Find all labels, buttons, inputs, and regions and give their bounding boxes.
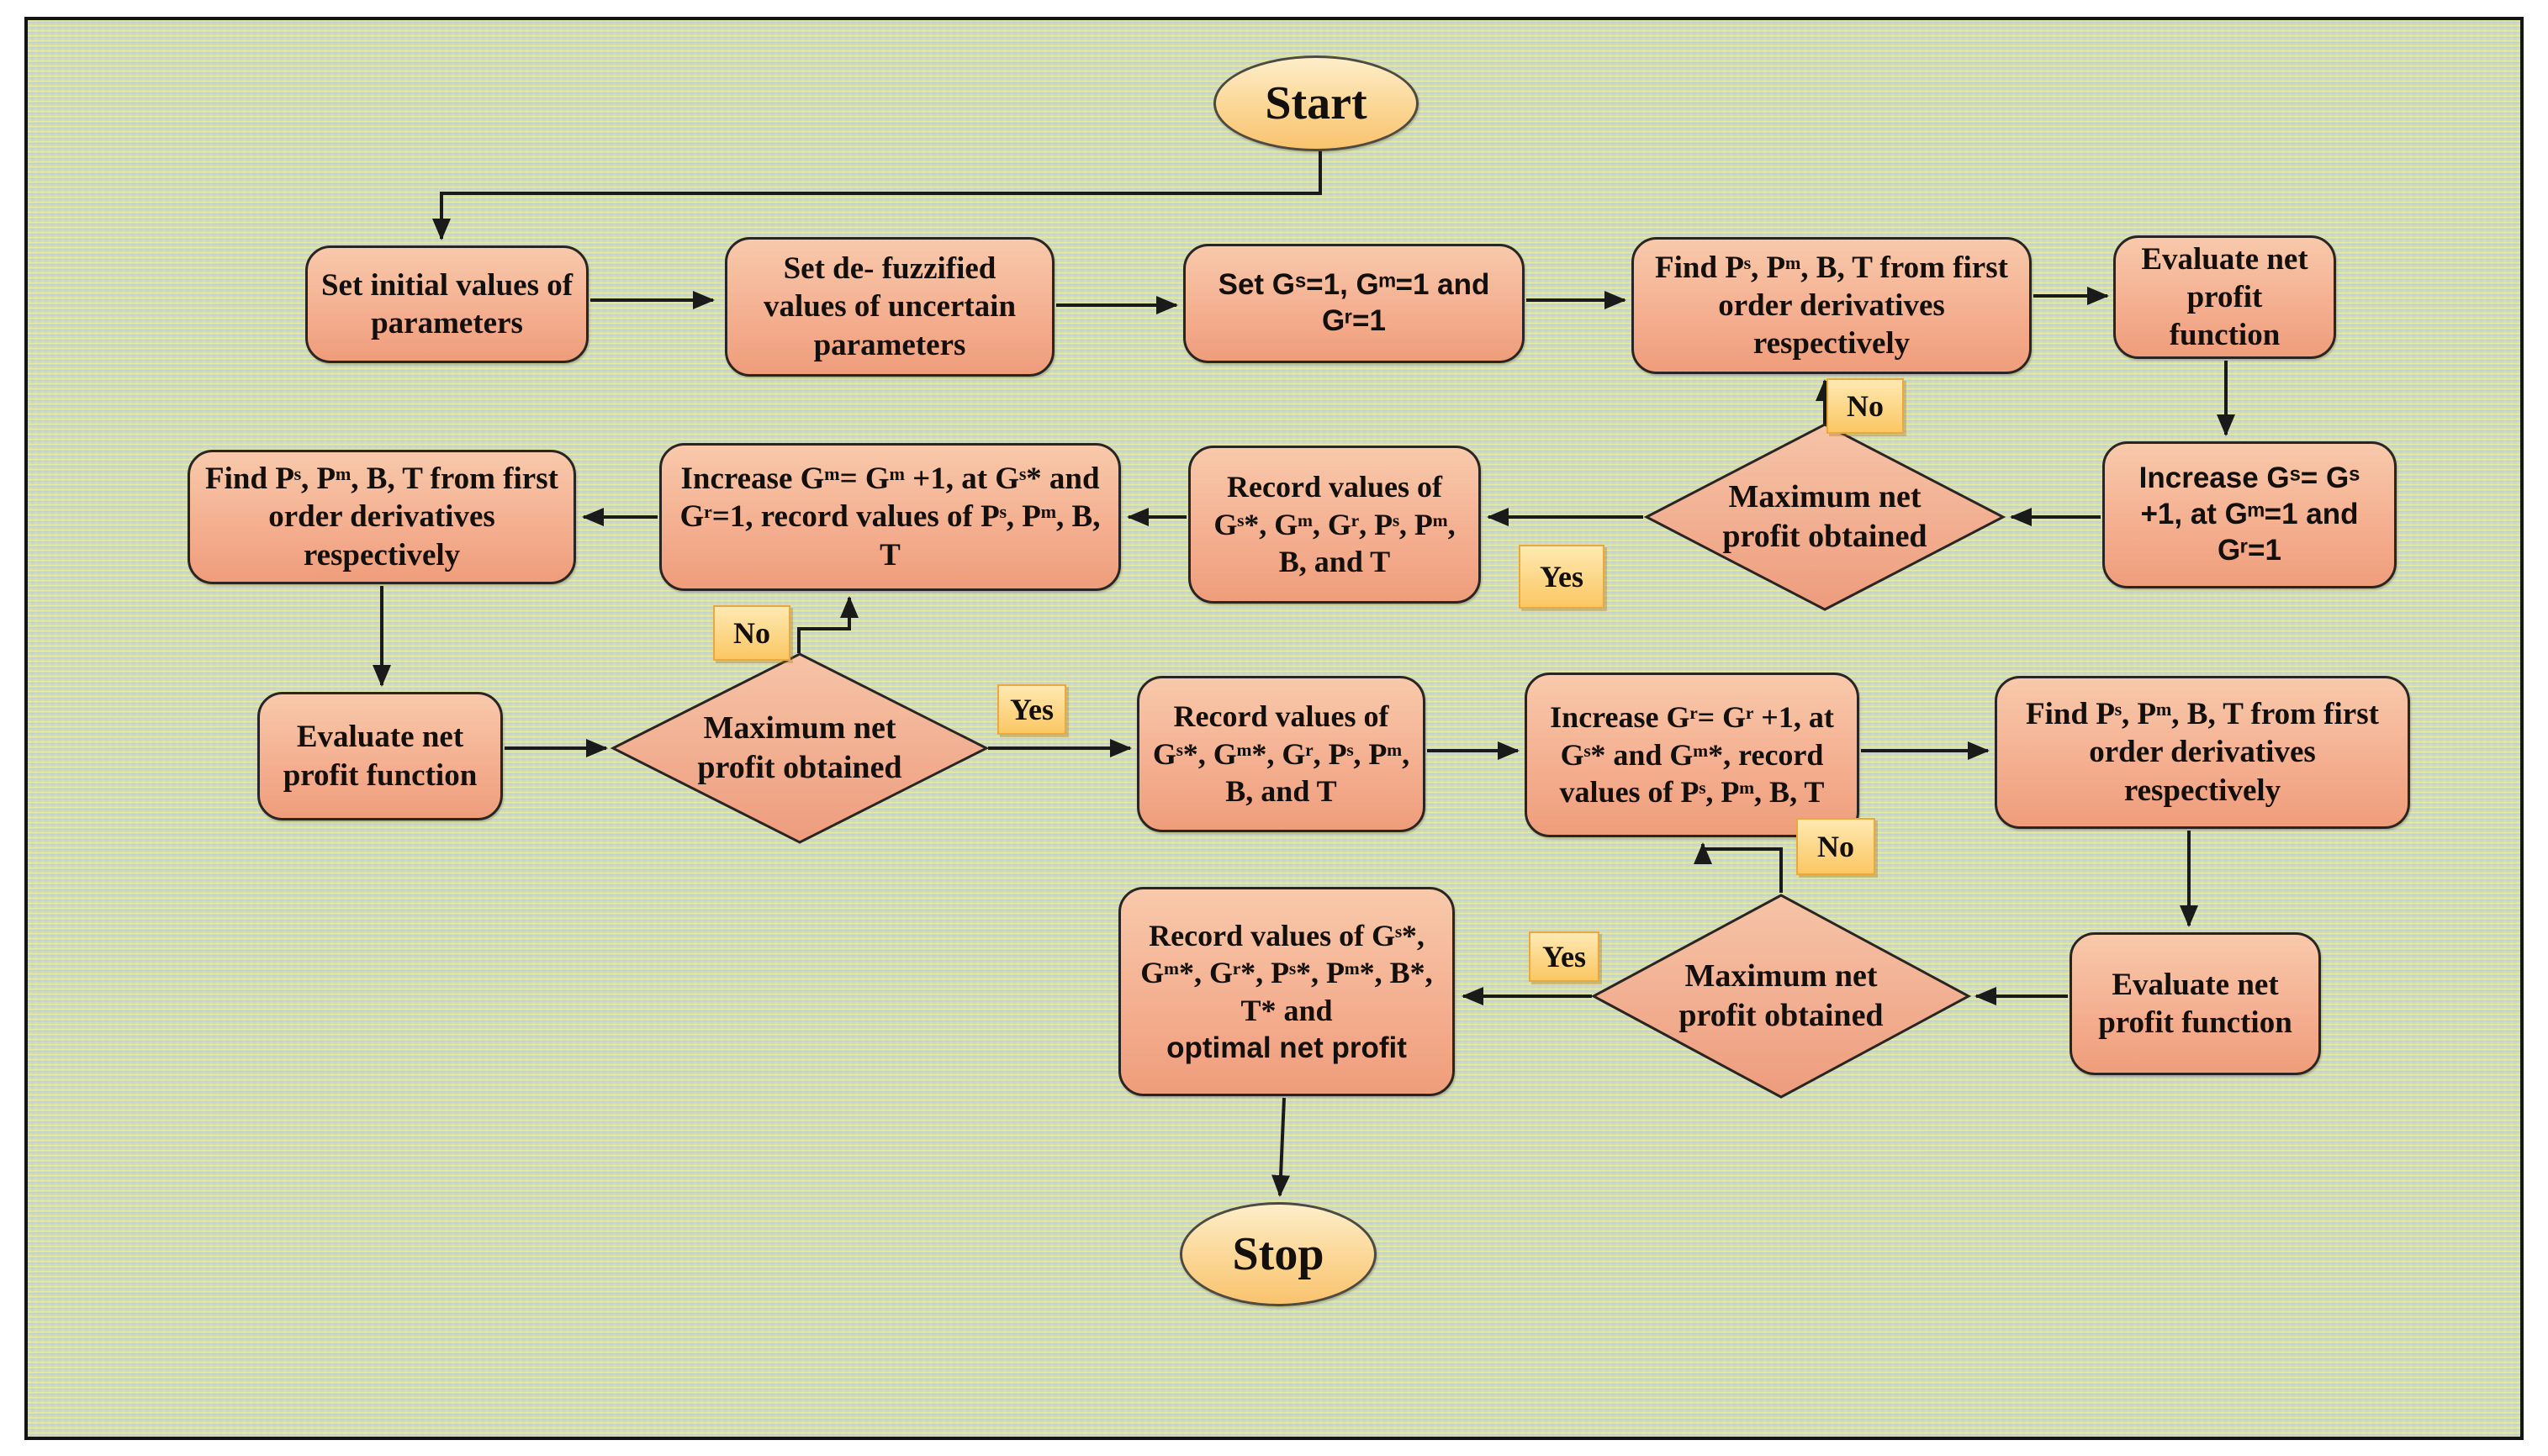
arrow-decision2-no-to-increase-gm: [797, 596, 859, 653]
process-increase-gm: Increase Gᵐ= Gᵐ +1, at Gˢ* and Gʳ=1, rec…: [659, 443, 1121, 591]
decision2-text: Maximum net profit obtained: [674, 668, 926, 828]
process-label: Record values of Gˢ*, Gᵐ*, Gʳ*, Pˢ*, Pᵐ*…: [1140, 918, 1433, 1028]
yes-label: Yes: [1010, 693, 1054, 726]
decision1-text: Maximum net profit obtained: [1699, 437, 1951, 597]
decision1-diamond: [1643, 423, 2006, 611]
process-evaluate-profit-1: Evaluate net profit function: [2113, 235, 2336, 359]
decision3-text: Maximum net profit obtained: [1655, 916, 1907, 1076]
start-label: Start: [1265, 77, 1367, 129]
process-label: Evaluate net profit function: [2141, 241, 2308, 353]
process-label: Find Pˢ, Pᵐ, B, T from first order deriv…: [2026, 697, 2379, 808]
process-find-derivatives-1: Find Pˢ, Pᵐ, B, T from first order deriv…: [1631, 237, 2032, 374]
arrow-start-to-set-initial: [432, 150, 1322, 240]
arrow-decision3-no-to-increase-gr: [1694, 842, 1783, 893]
no-label: No: [733, 616, 770, 650]
yes-label: Yes: [1540, 560, 1583, 593]
process-evaluate-profit-2: Evaluate net profit function: [257, 692, 503, 820]
stop-label: Stop: [1232, 1228, 1324, 1280]
process-find-derivatives-3: Find Pˢ, Pᵐ, B, T from first order deriv…: [1995, 676, 2410, 829]
start-terminal: Start: [1213, 55, 1419, 151]
process-label: Record values of Gˢ*, Gᵐ, Gʳ, Pˢ, Pᵐ, B,…: [1213, 470, 1456, 579]
process-label: Increase Gᵐ= Gᵐ +1, at Gˢ* and Gʳ=1, rec…: [679, 462, 1101, 572]
process-record-final: Record values of Gˢ*, Gᵐ*, Gʳ*, Pˢ*, Pᵐ*…: [1118, 887, 1455, 1096]
process-set-initial-values: Set initial values of parameters: [305, 245, 589, 363]
decision3-diamond: [1590, 894, 1972, 1099]
yes-label: Yes: [1542, 940, 1586, 973]
process-label: Set Gˢ=1, Gᵐ=1 and Gʳ=1: [1218, 268, 1490, 337]
process-label: Set de- fuzzified values of uncertain pa…: [763, 251, 1017, 362]
decision-label: Maximum net profit obtained: [1678, 957, 1884, 1034]
process-set-defuzzified-values: Set de- fuzzified values of uncertain pa…: [725, 237, 1055, 377]
decision-label: Maximum net profit obtained: [1722, 478, 1927, 555]
decision2-diamond: [610, 652, 990, 844]
branch-label-no-2: No: [713, 605, 790, 661]
branch-label-yes-3: Yes: [1529, 931, 1599, 982]
process-label: Set initial values of parameters: [320, 267, 574, 340]
process-label-optimal: optimal net profit: [1166, 1031, 1407, 1064]
process-label: Increase Gˢ= Gˢ +1, at Gᵐ=1 and Gʳ=1: [2138, 462, 2360, 567]
branch-label-yes-2: Yes: [997, 684, 1066, 735]
process-label: Record values of Gˢ*, Gᵐ*, Gʳ, Pˢ, Pᵐ, B…: [1152, 699, 1410, 809]
decision-label: Maximum net profit obtained: [697, 710, 902, 786]
process-increase-gs: Increase Gˢ= Gˢ +1, at Gᵐ=1 and Gʳ=1: [2102, 441, 2397, 588]
process-find-derivatives-2: Find Pˢ, Pᵐ, B, T from first order deriv…: [188, 450, 576, 584]
no-label: No: [1847, 389, 1884, 423]
process-label: Evaluate net profit function: [283, 720, 478, 793]
branch-label-no-3: No: [1796, 818, 1875, 875]
process-label: Find Pˢ, Pᵐ, B, T from first order deriv…: [205, 462, 558, 572]
process-label: Find Pˢ, Pᵐ, B, T from first order deriv…: [1655, 250, 2008, 361]
branch-label-no-1: No: [1826, 378, 1904, 434]
branch-label-yes-1: Yes: [1519, 545, 1604, 609]
stop-terminal: Stop: [1180, 1202, 1377, 1306]
process-record-values-1: Record values of Gˢ*, Gᵐ, Gʳ, Pˢ, Pᵐ, B,…: [1188, 446, 1481, 604]
process-record-values-2: Record values of Gˢ*, Gᵐ*, Gʳ, Pˢ, Pᵐ, B…: [1137, 676, 1425, 832]
no-label: No: [1817, 830, 1854, 863]
process-evaluate-profit-3: Evaluate net profit function: [2070, 932, 2321, 1075]
process-label: Evaluate net profit function: [2098, 967, 2292, 1040]
process-set-g-values: Set Gˢ=1, Gᵐ=1 and Gʳ=1: [1183, 244, 1525, 363]
arrow-record-final-to-stop: [1271, 1097, 1291, 1197]
process-increase-gr: Increase Gʳ= Gʳ +1, at Gˢ* and Gᵐ*, reco…: [1525, 673, 1859, 837]
process-label: Increase Gʳ= Gʳ +1, at Gˢ* and Gᵐ*, reco…: [1550, 700, 1834, 810]
